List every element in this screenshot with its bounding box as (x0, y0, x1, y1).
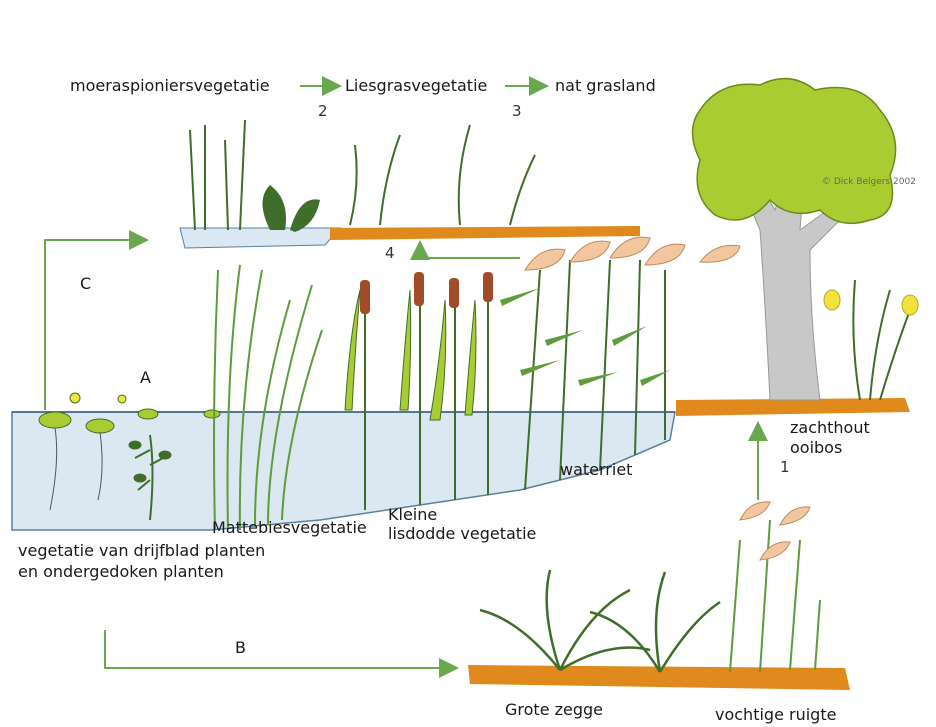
marker-b: B (235, 638, 246, 658)
broadleaf-plant (263, 185, 321, 232)
label-zachthout-1: zachthout (790, 418, 870, 438)
label-lisdodde-2: lisdodde vegetatie (388, 524, 536, 544)
upper-pool (180, 228, 340, 248)
sedge-plants (480, 570, 720, 672)
stage-label-grassland: nat grasland (555, 76, 656, 96)
stage-label-pioneer: moeraspioniersvegetatie (70, 76, 270, 96)
iris-flowers (824, 290, 918, 315)
label-waterriet: waterriet (560, 460, 632, 480)
ruigte-plants (730, 520, 820, 672)
marker-1: 1 (780, 458, 790, 476)
tree (693, 79, 896, 400)
label-zachthout-2: ooibos (790, 438, 842, 458)
marker-4: 4 (385, 244, 395, 262)
marker-3: 3 (512, 102, 522, 120)
label-mattebies: Mattebiesvegetatie (212, 518, 367, 538)
bank-plants (853, 280, 910, 400)
label-drijfblad: vegetatie van drijfblad planten en onder… (18, 540, 268, 582)
label-grote-zegge: Grote zegge (505, 700, 603, 720)
marker-a: A (140, 368, 151, 388)
credit-text: © Dick Belgers 2002 (822, 172, 916, 192)
marker-c: C (80, 274, 91, 294)
stage-label-liesgras: Liesgrasvegetatie (345, 76, 487, 96)
label-lisdodde-1: Kleine (388, 505, 437, 525)
label-ruigte: vochtige ruigte (715, 705, 836, 725)
marker-2: 2 (318, 102, 328, 120)
pioneer-plants (190, 120, 535, 230)
